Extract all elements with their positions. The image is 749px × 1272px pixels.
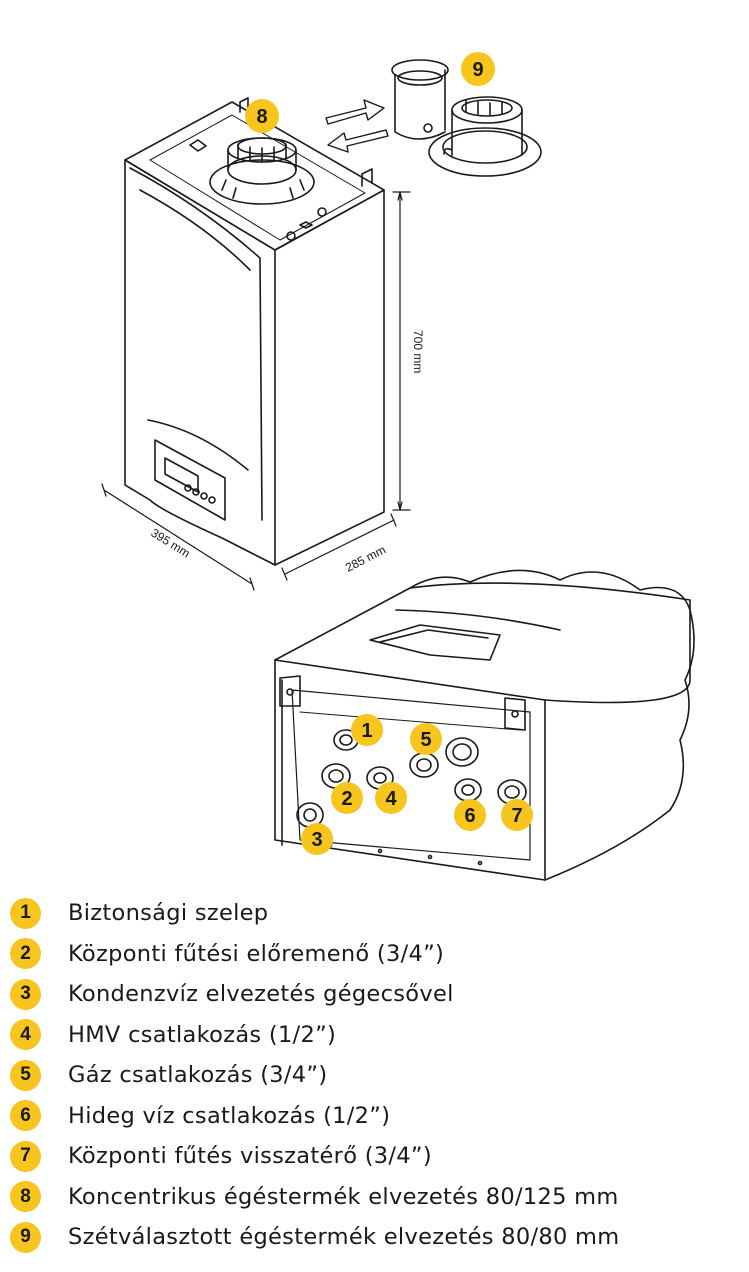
legend-label: Gáz csatlakozás (3/4”): [68, 1062, 328, 1089]
callout-badge-7: 7: [501, 799, 533, 831]
legend-badge: 4: [10, 1019, 41, 1051]
legend-item-2: 2 Központi fűtési előremenő (3/4”): [10, 934, 745, 975]
connector-large: [445, 737, 479, 767]
callout-badge-4: 4: [375, 782, 407, 814]
callout-badge-1: 1: [351, 714, 383, 746]
twin-flue-adapter: [391, 59, 542, 177]
legend-badge: 3: [10, 978, 41, 1010]
concentric-flue: [209, 137, 315, 205]
legend-item-4: 4 HMV csatlakozás (1/2”): [10, 1015, 745, 1056]
legend-badge: 9: [10, 1221, 41, 1253]
dimension-lines: [101, 191, 411, 591]
legend-item-8: 8 Koncentrikus égéstermék elvezetés 80/1…: [10, 1177, 745, 1218]
callout-badge-5: 5: [410, 723, 442, 755]
callout-badge-9: 9: [461, 52, 495, 86]
svg-text:4: 4: [385, 788, 397, 810]
legend-item-1: 1 Biztonsági szelep: [10, 893, 745, 934]
control-panel: [154, 439, 226, 521]
legend-item-7: 7 Központi fűtés visszatérő (3/4”): [10, 1136, 745, 1177]
legend-item-5: 5 Gáz csatlakozás (3/4”): [10, 1055, 745, 1096]
legend-badge: 5: [10, 1059, 41, 1091]
legend-label: Kondenzvíz elvezetés gégecsővel: [68, 981, 454, 1008]
legend-badge: 6: [10, 1100, 41, 1132]
legend-item-6: 6 Hideg víz csatlakozás (1/2”): [10, 1096, 745, 1137]
legend-list: 1 Biztonsági szelep 2 Központi fűtési el…: [10, 893, 745, 1258]
legend-label: Hideg víz csatlakozás (1/2”): [68, 1102, 391, 1129]
legend-badge: 1: [10, 897, 41, 929]
boiler-bottom-view: [274, 569, 695, 881]
dimension-height: 700 mm: [411, 330, 425, 373]
boiler-diagram: 700 mm 395 mm 285 mm 8 9 1 5 2 4 6 7 3: [101, 52, 695, 881]
legend-label: HMV csatlakozás (1/2”): [68, 1021, 337, 1048]
svg-text:3: 3: [311, 829, 322, 851]
legend-badge: 2: [10, 938, 41, 970]
dimension-depth: 285 mm: [343, 543, 388, 575]
connector-gas: [409, 752, 439, 778]
legend-label: Koncentrikus égéstermék elvezetés 80/125…: [68, 1183, 619, 1210]
svg-text:1: 1: [361, 720, 372, 742]
svg-text:5: 5: [420, 729, 431, 751]
callout-badge-8: 8: [245, 99, 279, 133]
connector-cold-water: [454, 778, 482, 802]
legend-label: Szétválasztott égéstermék elvezetés 80/8…: [68, 1224, 620, 1251]
dimension-width: 395 mm: [148, 526, 192, 561]
swap-arrows: [325, 99, 389, 153]
svg-text:7: 7: [511, 805, 522, 827]
boiler-unit: [124, 97, 385, 566]
svg-text:8: 8: [256, 106, 267, 128]
legend-label: Biztonsági szelep: [68, 900, 269, 927]
callout-badge-2: 2: [331, 782, 363, 814]
svg-text:9: 9: [472, 59, 483, 81]
svg-text:6: 6: [464, 805, 475, 827]
legend-label: Központi fűtés visszatérő (3/4”): [68, 1143, 432, 1170]
callout-badge-6: 6: [454, 799, 486, 831]
legend-item-9: 9 Szétválasztott égéstermék elvezetés 80…: [10, 1217, 745, 1258]
svg-text:2: 2: [341, 788, 352, 810]
legend-badge: 7: [10, 1140, 41, 1172]
legend-item-3: 3 Kondenzvíz elvezetés gégecsővel: [10, 974, 745, 1015]
legend-badge: 8: [10, 1181, 41, 1213]
callout-badge-3: 3: [301, 823, 333, 855]
legend-label: Központi fűtési előremenő (3/4”): [68, 940, 445, 967]
